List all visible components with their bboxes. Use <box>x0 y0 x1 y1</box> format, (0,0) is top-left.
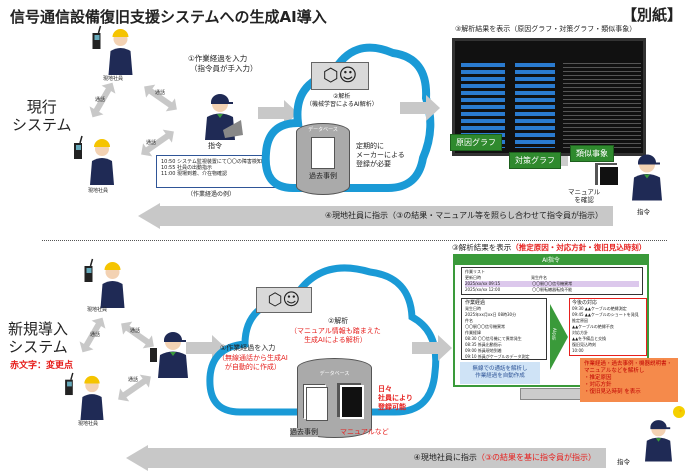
step2-label: ②解析 <box>333 93 351 100</box>
dispatcher-figure <box>645 406 685 462</box>
arrow-left-head <box>126 445 148 471</box>
db-manual: マニュアルなど <box>340 428 389 436</box>
progress-title: 作業経過 <box>465 300 486 306</box>
document-icon <box>311 137 335 169</box>
step4-bar: ④現地社員に指示（③の結果・マニュアル等を照らし合わせて指令員が指示） <box>158 206 613 226</box>
field-worker-figure <box>72 135 132 185</box>
future-actions-panel: 今後の対応 09:30 ▲▲ケーブルの絶縁測定 09:45 ▲▲ケーブルのショー… <box>569 298 647 356</box>
arrow-right <box>400 95 440 121</box>
tag-measure-graph: 対策グラフ <box>509 152 561 169</box>
database-cylinder: データベース <box>297 358 372 438</box>
step3-red: （推定原因・対応方針・復旧見込時刻） <box>511 243 647 252</box>
tag-cause-graph: 原因グラフ <box>450 134 502 151</box>
field-worker-label: 現地社員 <box>88 188 109 194</box>
field-worker-figure <box>88 25 153 75</box>
arrow-label: AI分析 <box>552 328 557 340</box>
call-arrow <box>136 77 184 119</box>
db-note: 日々 社員により 登録可能 <box>378 385 413 411</box>
dispatcher-label: 指令 <box>617 458 630 466</box>
legend-red-text: 赤文字：変更点 <box>10 361 74 371</box>
attachment-label: 【別紙】 <box>622 6 683 24</box>
step2-sub: （機械学習によるAI解析） <box>306 101 378 108</box>
step4-red: （③の結果を基に指令員が指示） <box>476 453 596 462</box>
dispatcher-label: 指令 <box>208 142 222 150</box>
section-label-new: 新規導入 システム <box>8 320 69 356</box>
arrow-left-head <box>138 203 160 229</box>
step3-label: ③解析結果を表示（原因グラフ・対策グラフ・類似事象） <box>455 25 637 33</box>
list-title: 作業リスト <box>465 269 485 274</box>
monitor-analysis-screen <box>452 38 646 156</box>
future-title: 今後の対応 <box>572 300 598 306</box>
step3-label: ③解析結果を表示（推定原因・対応方針・復旧見込時刻） <box>452 243 646 253</box>
orange-callout: 作業経過・過去事例・機器説明書・ マニュアルなどを解析し ・推定原因 ・対応方針… <box>580 358 678 402</box>
step3-prefix: ③解析結果を表示 <box>452 243 512 252</box>
screen-header: AI指令 <box>455 256 647 265</box>
similar-events-panel <box>563 63 641 148</box>
field-worker-label: 現地社員 <box>87 307 108 313</box>
call-label: 通話 <box>128 377 139 383</box>
ai-network-icon: ⬡☺ <box>311 62 369 90</box>
section-label-current: 現行 システム <box>12 98 72 134</box>
db-note: 定期的に メーカーによる 登録が必要 <box>356 142 405 168</box>
log-line: 10:50 システム監視装置にて〇〇の障害検知 <box>161 159 262 165</box>
work-progress-panel: 作業経過 発生日時 2025年xx月xx日 08時30分 件名 〇〇駅〇〇信号機… <box>461 298 547 360</box>
step4-prefix: ④現地社員に指示 <box>413 453 477 462</box>
step4-bar: ④現地社員に指示（③の結果を基に指令員が指示） <box>146 448 606 468</box>
log-caption: （作業経過の例） <box>187 191 236 198</box>
tag-similar-events: 類似事象 <box>570 145 614 162</box>
measure-graph-panel <box>515 63 555 148</box>
ai-analysis-arrow <box>550 304 568 370</box>
section-divider <box>42 240 667 241</box>
document-icon <box>306 387 328 421</box>
manual-icon <box>598 165 620 187</box>
db-item: 過去事例 <box>309 172 337 180</box>
db-title: データベース <box>319 371 350 377</box>
field-worker-label: 現地社員 <box>78 421 99 427</box>
arrow-right <box>412 335 452 361</box>
lightbulb-icon: ✦ <box>678 408 684 415</box>
db-item: 過去事例 <box>290 428 318 437</box>
step1-label: ①作業経過を入力 <box>188 54 248 63</box>
dispatcher-label: 指令 <box>637 208 650 216</box>
cloud-new <box>206 264 440 416</box>
log-line: 11:00 現場到着、介在物確認 <box>161 171 227 177</box>
call-label: 通話 <box>130 328 141 334</box>
dispatcher-figure <box>622 148 672 203</box>
col-name: 発生件名 <box>531 275 547 280</box>
cause-graph-panel <box>461 63 505 148</box>
step2-label: ②解析 <box>328 317 349 325</box>
step1-sub: （指令員が手入力） <box>190 64 258 73</box>
col-time: 更新日時 <box>465 275 481 280</box>
call-label: 通話 <box>155 90 166 96</box>
db-title: データベース <box>308 127 338 133</box>
blue-callout: 無線での通話を解析し 作業経過を自動作成 <box>460 362 540 384</box>
log-line: 10:55 社員の出動指示 <box>161 165 212 171</box>
call-label: 通話 <box>146 140 157 146</box>
step2-sub: （マニュアル情報も踏まえた 生成AIによる解析） <box>290 327 381 344</box>
arrow-right <box>258 100 298 126</box>
step1-label: ①作業経過を入力 <box>220 344 276 352</box>
call-label: 通話 <box>95 97 106 103</box>
database-cylinder: データベース 過去事例 <box>296 123 350 195</box>
step1-sub: （無線通話から生成AI が自動的に作成） <box>218 354 288 371</box>
field-worker-figure <box>80 258 145 308</box>
field-worker-label: 現地社員 <box>103 76 124 82</box>
manual-check-label: マニュアル を確認 <box>568 188 601 204</box>
call-label: 通話 <box>90 332 101 338</box>
page-title: 信号通信設備復旧支援システムへの生成AI導入 <box>10 8 327 26</box>
manual-icon <box>340 385 364 419</box>
dispatcher-figure <box>195 90 243 140</box>
ai-network-icon: ⬡☺ <box>256 287 312 313</box>
dispatcher-figure <box>150 328 198 378</box>
